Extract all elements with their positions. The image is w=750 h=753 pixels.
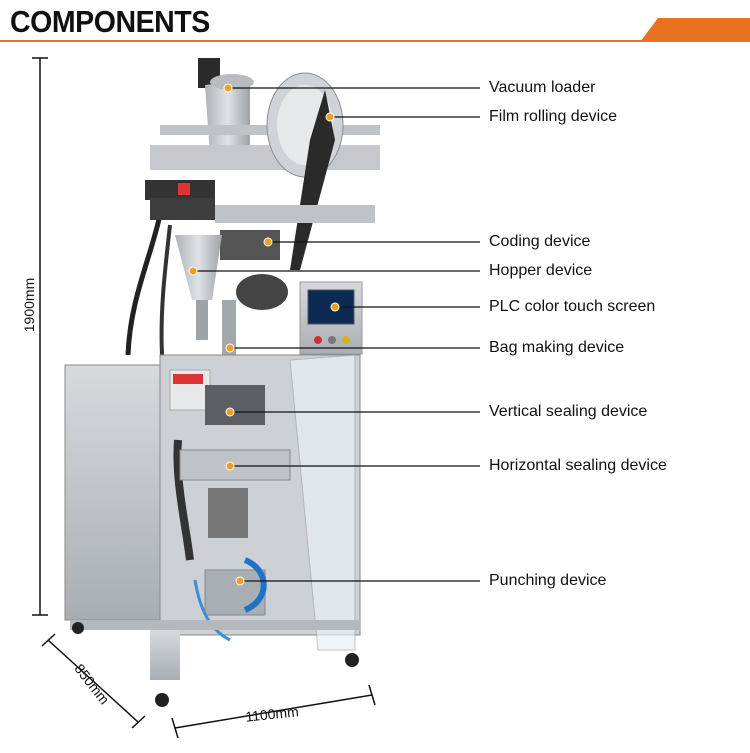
callout-marker — [225, 343, 235, 353]
width-dimension-line — [174, 694, 373, 729]
label-horizontal-sealing-device: Horizontal sealing device — [489, 457, 667, 474]
callout-marker — [235, 576, 245, 586]
callout-marker — [263, 237, 273, 247]
horizontal-sealer — [179, 449, 291, 481]
header-divider — [0, 40, 750, 42]
label-film-rolling-device: Film rolling device — [489, 108, 618, 125]
hopper — [175, 235, 222, 300]
cabinet-left-panel — [64, 364, 166, 621]
label-vertical-sealing-device: Vertical sealing device — [489, 403, 648, 420]
label-vacuum-loader: Vacuum loader — [489, 79, 596, 96]
callout-marker — [325, 112, 335, 122]
dimension-lines — [32, 57, 376, 739]
puncher — [204, 569, 266, 616]
callout-markers — [188, 83, 340, 586]
label-punching-device: Punching device — [489, 572, 607, 589]
label-bag-making-device: Bag making device — [489, 339, 625, 356]
header-accent-tab — [640, 18, 750, 42]
leader-lines — [193, 87, 480, 582]
vertical-sealer — [205, 385, 265, 425]
label-hopper-device: Hopper device — [489, 262, 593, 279]
callout-marker — [225, 461, 235, 471]
page-title: COMPONENTS — [10, 4, 210, 39]
callout-marker — [188, 266, 198, 276]
label-plc-touch-screen: PLC color touch screen — [489, 298, 656, 315]
callout-marker — [223, 83, 233, 93]
depth-dimension-line — [47, 639, 139, 723]
packaging-machine — [64, 58, 380, 707]
height-dimension-label: 1900mm — [21, 277, 37, 333]
label-coding-device: Coding device — [489, 233, 591, 250]
callout-marker — [225, 407, 235, 417]
callout-marker — [330, 302, 340, 312]
